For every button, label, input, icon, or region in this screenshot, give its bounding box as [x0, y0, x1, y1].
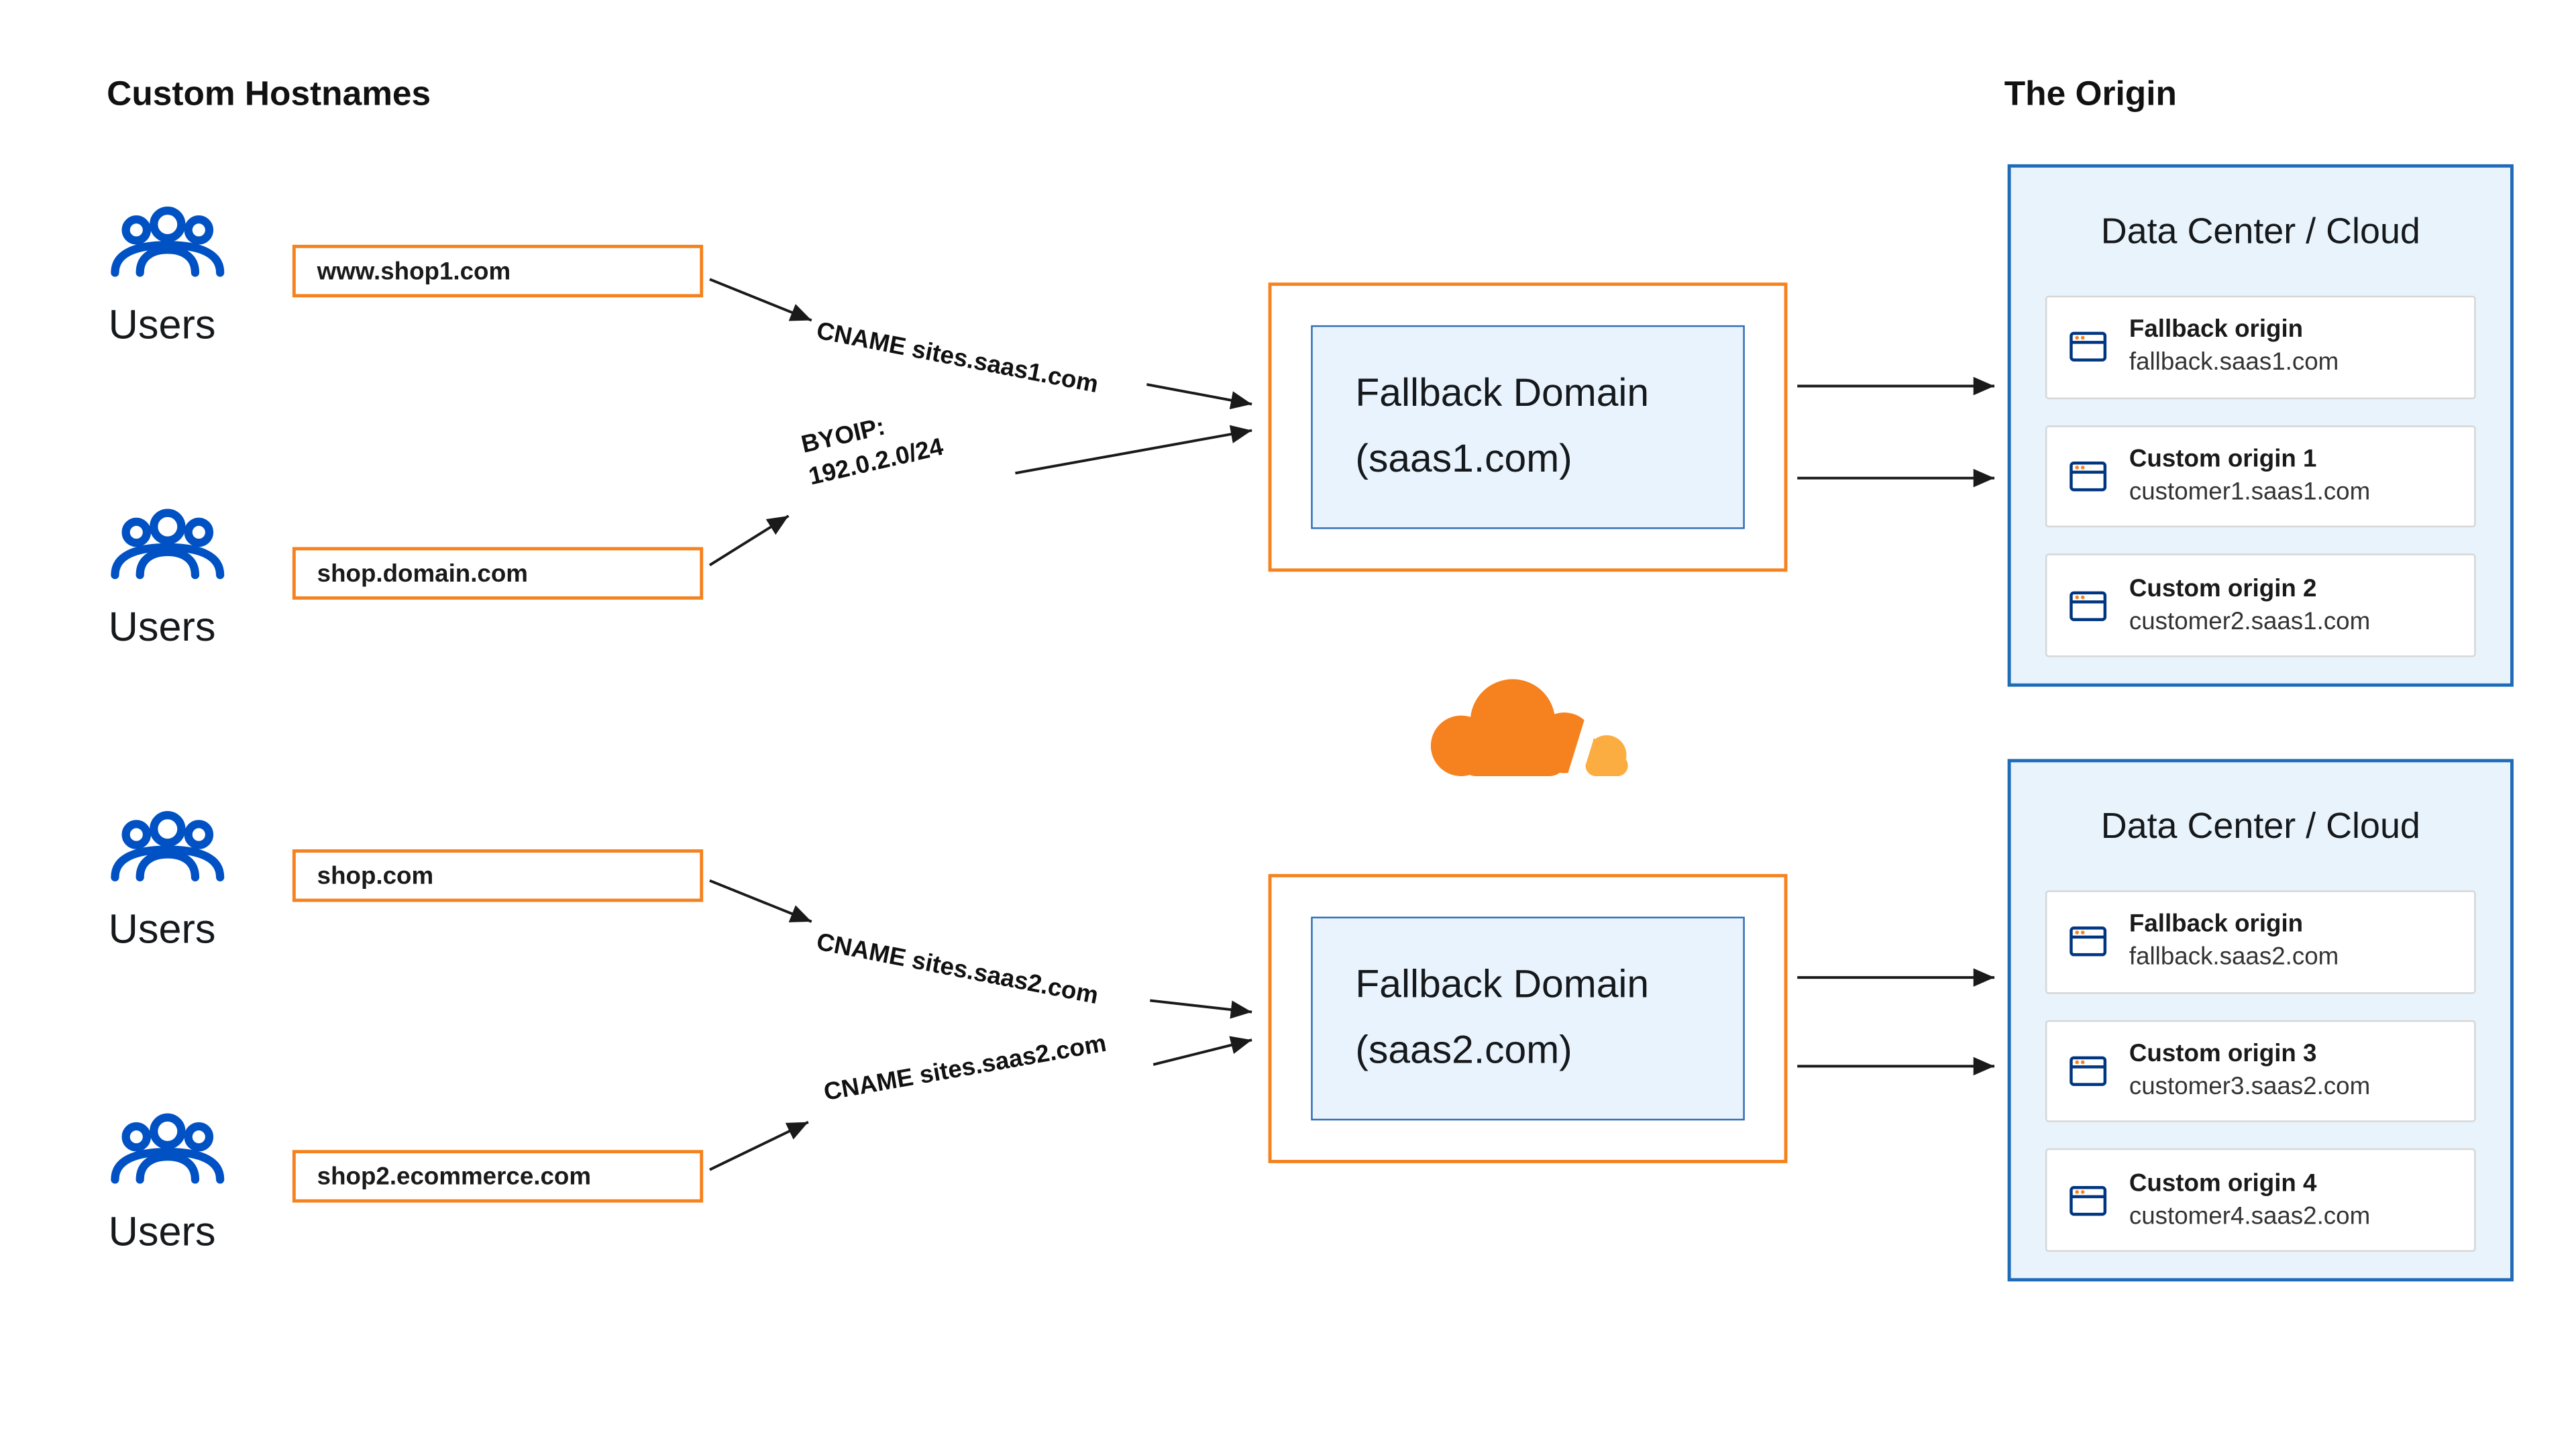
origin-text: Custom origin 3 customer3.saas2.com: [2129, 1038, 2370, 1104]
origin-card-fallback-saas1: Fallback origin fallback.saas1.com: [2045, 295, 2476, 399]
users-label: Users: [108, 906, 216, 953]
browser-window-icon: [2067, 326, 2110, 369]
hostname-box-shop: shop.com: [292, 849, 704, 902]
origin-host: customer2.saas1.com: [2129, 607, 2371, 635]
cname-saas2-label-a: CNAME sites.saas2.com: [814, 928, 1101, 1010]
fallback-domain-saas1: Fallback Domain (saas1.com): [1268, 282, 1788, 572]
origin-host: fallback.saas2.com: [2129, 943, 2339, 972]
cloud-sun-shape: [1585, 735, 1628, 777]
fallback-domain-saas2: Fallback Domain (saas2.com): [1268, 873, 1788, 1163]
data-center-title: Data Center / Cloud: [2100, 210, 2420, 252]
cname-saas1-label: CNAME sites.saas1.com: [814, 317, 1101, 399]
arrow-cname-to-fallback2-a: [1150, 999, 1252, 1019]
left-section-title: Custom Hostnames: [107, 75, 431, 113]
arrow-shopdomain-to-byoip: [708, 515, 790, 567]
origin-text: Custom origin 2 customer2.saas1.com: [2129, 573, 2370, 639]
origin-card-custom2: Custom origin 2 customer2.saas1.com: [2045, 554, 2476, 657]
fallback-domain-line2: (saas2.com): [1355, 1028, 1572, 1073]
users-group-4: Users: [109, 1111, 227, 1257]
origin-card-fallback-saas2: Fallback origin fallback.saas2.com: [2045, 890, 2476, 994]
arrow-byoip-to-fallback1: [1015, 425, 1252, 475]
origin-text: Fallback origin fallback.saas2.com: [2129, 909, 2339, 975]
origin-text: Custom origin 1 customer1.saas1.com: [2129, 443, 2370, 509]
browser-window-icon: [2067, 920, 2110, 963]
origin-card-custom4: Custom origin 4 customer4.saas2.com: [2045, 1148, 2476, 1252]
origin-host: fallback.saas1.com: [2129, 348, 2339, 377]
origin-name: Custom origin 4: [2129, 1169, 2317, 1197]
cname-saas2-label-b: CNAME sites.saas2.com: [821, 1029, 1109, 1107]
arrow-shop1-to-cname: [709, 278, 812, 322]
origin-card-custom1: Custom origin 1 customer1.saas1.com: [2045, 425, 2476, 528]
browser-window-icon: [2067, 1179, 2110, 1222]
origin-name: Custom origin 3: [2129, 1040, 2317, 1068]
cloud-shape: [1430, 679, 1595, 777]
fallback-domain-saas2-inner: Fallback Domain (saas2.com): [1311, 916, 1745, 1121]
arrow-cname-to-fallback1: [1146, 383, 1252, 410]
origin-card-custom3: Custom origin 3 customer3.saas2.com: [2045, 1020, 2476, 1123]
browser-window-icon: [2067, 455, 2110, 498]
users-icon: [109, 1111, 227, 1190]
fallback-domain-line1: Fallback Domain: [1355, 963, 1650, 1008]
users-label: Users: [108, 302, 216, 349]
users-icon: [109, 506, 227, 585]
hostname-box-shop1: www.shop1.com: [292, 244, 704, 298]
hostname-box-shop-domain: shop.domain.com: [292, 547, 704, 600]
cloudflare-logo: [1430, 679, 1628, 786]
users-group-2: Users: [109, 506, 227, 652]
fallback-domain-line1: Fallback Domain: [1355, 371, 1650, 416]
arrow-cname-to-fallback2-b: [1152, 1036, 1252, 1066]
browser-window-icon: [2067, 584, 2110, 627]
data-center-1: Data Center / Cloud Fallback origin fall…: [2007, 164, 2514, 687]
right-section-title: The Origin: [2004, 75, 2177, 113]
users-label: Users: [108, 604, 216, 651]
origin-name: Custom origin 2: [2129, 574, 2317, 602]
arrow-shop-to-cname: [709, 879, 812, 923]
browser-window-icon: [2067, 1050, 2110, 1093]
origin-host: customer4.saas2.com: [2129, 1201, 2371, 1230]
origin-host: customer1.saas1.com: [2129, 478, 2371, 506]
origin-host: customer3.saas2.com: [2129, 1073, 2371, 1101]
origin-name: Fallback origin: [2129, 910, 2304, 939]
data-center-title: Data Center / Cloud: [2100, 805, 2420, 847]
users-group-3: Users: [109, 808, 227, 955]
cloud-notch: [1564, 706, 1604, 786]
origin-name: Custom origin 1: [2129, 445, 2317, 474]
origin-name: Fallback origin: [2129, 316, 2304, 344]
users-icon: [109, 808, 227, 888]
byoip-label: BYOIP: 192.0.2.0/24: [798, 400, 947, 494]
origin-text: Fallback origin fallback.saas1.com: [2129, 315, 2339, 380]
data-center-2: Data Center / Cloud Fallback origin fall…: [2007, 759, 2514, 1282]
fallback-domain-saas1-inner: Fallback Domain (saas1.com): [1311, 325, 1745, 529]
arrow-shop2-to-cname: [709, 1120, 809, 1171]
hostname-box-shop2: shop2.ecommerce.com: [292, 1150, 704, 1203]
users-icon: [109, 204, 227, 283]
origin-text: Custom origin 4 customer4.saas2.com: [2129, 1167, 2370, 1233]
fallback-domain-line2: (saas1.com): [1355, 437, 1572, 482]
users-group-1: Users: [109, 204, 227, 350]
users-label: Users: [108, 1209, 216, 1256]
